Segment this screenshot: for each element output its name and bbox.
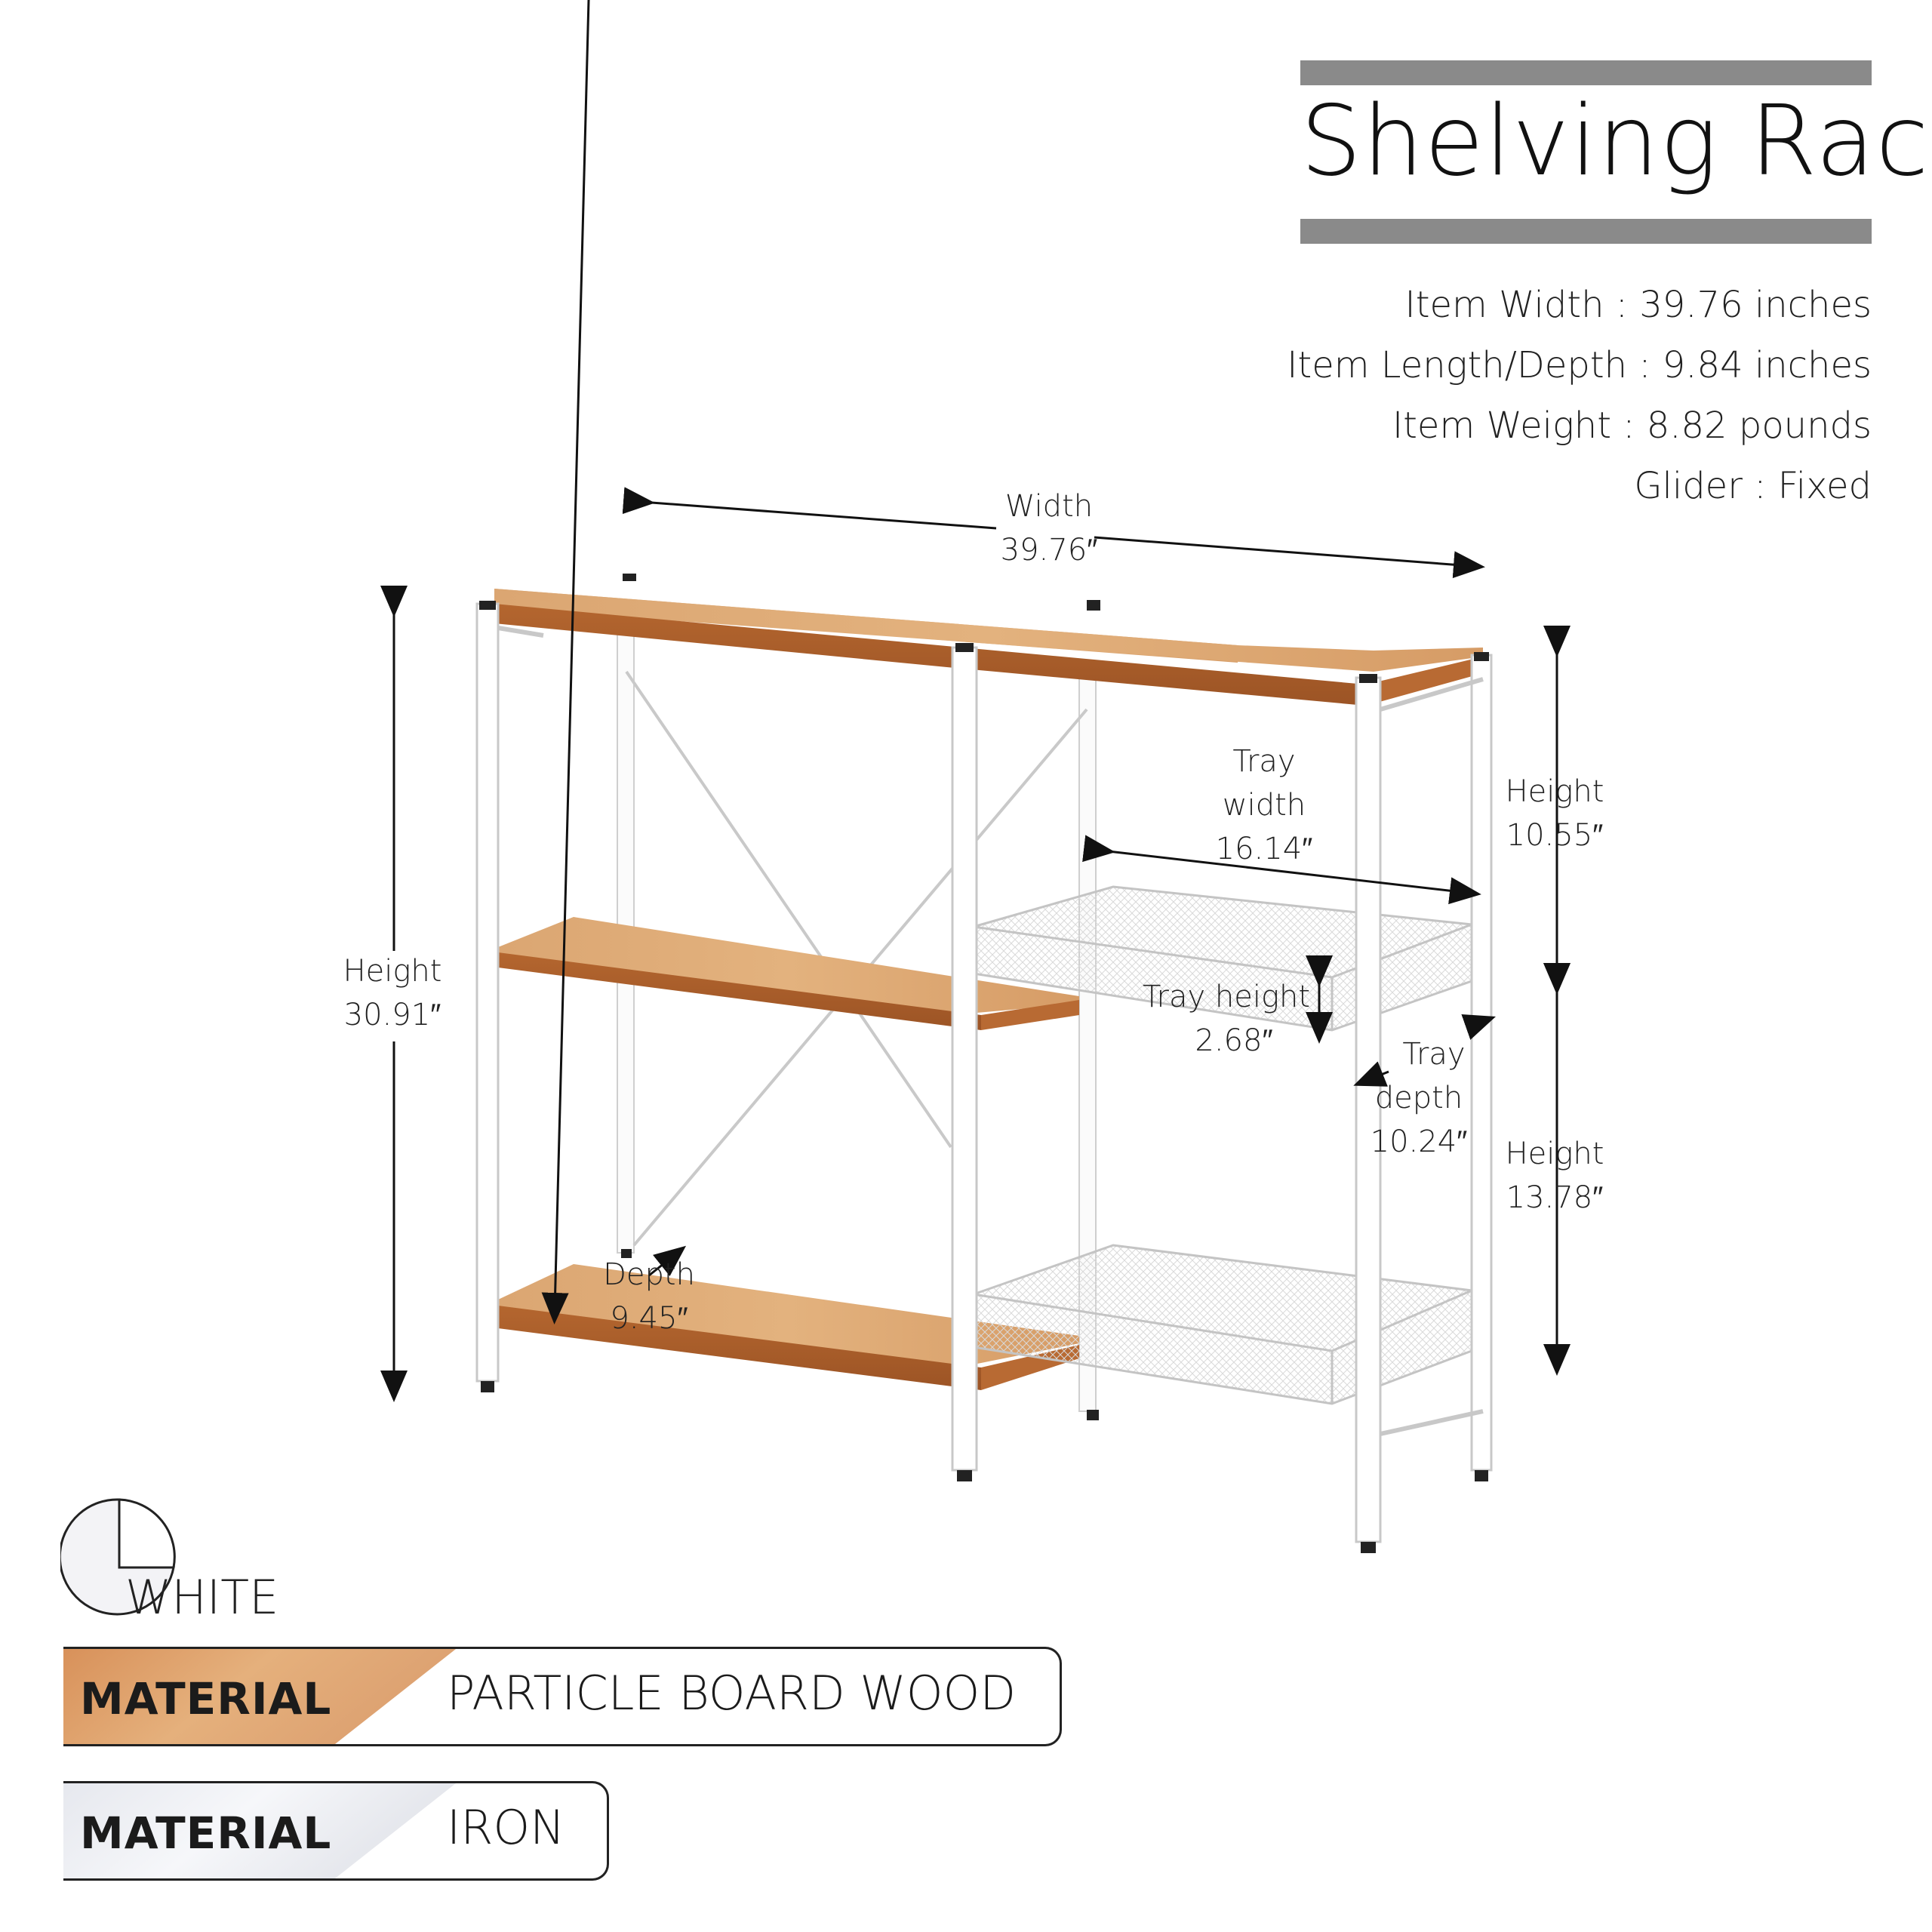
iron-swatch <box>63 1783 456 1878</box>
white-color-swatch-icon <box>60 1498 176 1616</box>
material-key: MATERIAL <box>80 1673 332 1724</box>
post-caps <box>479 574 1489 683</box>
dimension-arrows <box>380 0 1571 1402</box>
title-top-bar <box>1300 60 1872 85</box>
material-value: PARTICLE BOARD WOOD <box>447 1666 1017 1721</box>
material-key: MATERIAL <box>80 1807 332 1859</box>
height-value: 30.91″ <box>343 998 441 1032</box>
side-rails <box>497 626 1484 1436</box>
depth-label: Depth <box>603 1257 695 1292</box>
lower-height-value: 13.78″ <box>1506 1180 1604 1215</box>
middle-shelf <box>498 917 1079 1030</box>
width-dim-label: Width 39.76″ <box>974 485 1124 572</box>
tray-depth-value: 10.24″ <box>1370 1124 1468 1159</box>
tray-width-label-2: width <box>1222 788 1306 823</box>
height-dim-label: Height 30.91″ <box>317 949 468 1037</box>
upper-height-dim-label: Height 10.55″ <box>1479 770 1630 857</box>
title-bottom-bar <box>1300 219 1872 244</box>
upper-height-label: Height <box>1505 774 1604 809</box>
spec-width: Item Width : 39.76 inches <box>1404 284 1872 326</box>
lower-height-dim-label: Height 13.78″ <box>1479 1132 1630 1220</box>
depth-dim-label: Depth 9.45″ <box>581 1253 717 1340</box>
tray-height-label: Tray height <box>1142 980 1310 1014</box>
wood-swatch <box>63 1649 456 1744</box>
tray-height-dim-label: Tray height 2.68″ <box>1140 975 1313 1063</box>
tray-width-value: 16.14″ <box>1215 832 1313 866</box>
material-row-iron: MATERIAL IRON <box>63 1781 609 1881</box>
tray-height-value: 2.68″ <box>1195 1023 1273 1058</box>
spec-glider: Glider : Fixed <box>1634 465 1872 507</box>
height-label: Height <box>343 954 442 989</box>
lower-height-label: Height <box>1505 1137 1604 1171</box>
depth-value: 9.45″ <box>610 1301 688 1336</box>
spec-depth: Item Length/Depth : 9.84 inches <box>1287 344 1872 386</box>
page-title: Shelving Rack <box>1300 85 1932 198</box>
tray-width-dim-label: Tray width 16.14″ <box>1189 740 1340 871</box>
top-shelf <box>494 589 1483 706</box>
material-value: IRON <box>447 1800 565 1855</box>
material-row-wood: MATERIAL PARTICLE BOARD WOOD <box>63 1647 1062 1746</box>
feet <box>481 1249 1488 1553</box>
tray-depth-dim-label: Tray depth 10.24″ <box>1343 1032 1494 1164</box>
front-posts <box>475 602 1493 1543</box>
tray-depth-label-1: Tray <box>1402 1037 1466 1072</box>
lower-tray <box>972 1244 1473 1405</box>
color-label: WHITE <box>125 1570 279 1625</box>
spec-weight: Item Weight : 8.82 pounds <box>1392 405 1872 447</box>
width-value: 39.76″ <box>1000 533 1098 568</box>
upper-height-value: 10.55″ <box>1506 818 1604 853</box>
width-label: Width <box>1004 489 1094 524</box>
tray-depth-label-2: depth <box>1374 1081 1463 1115</box>
tray-width-label-1: Tray <box>1232 744 1296 779</box>
